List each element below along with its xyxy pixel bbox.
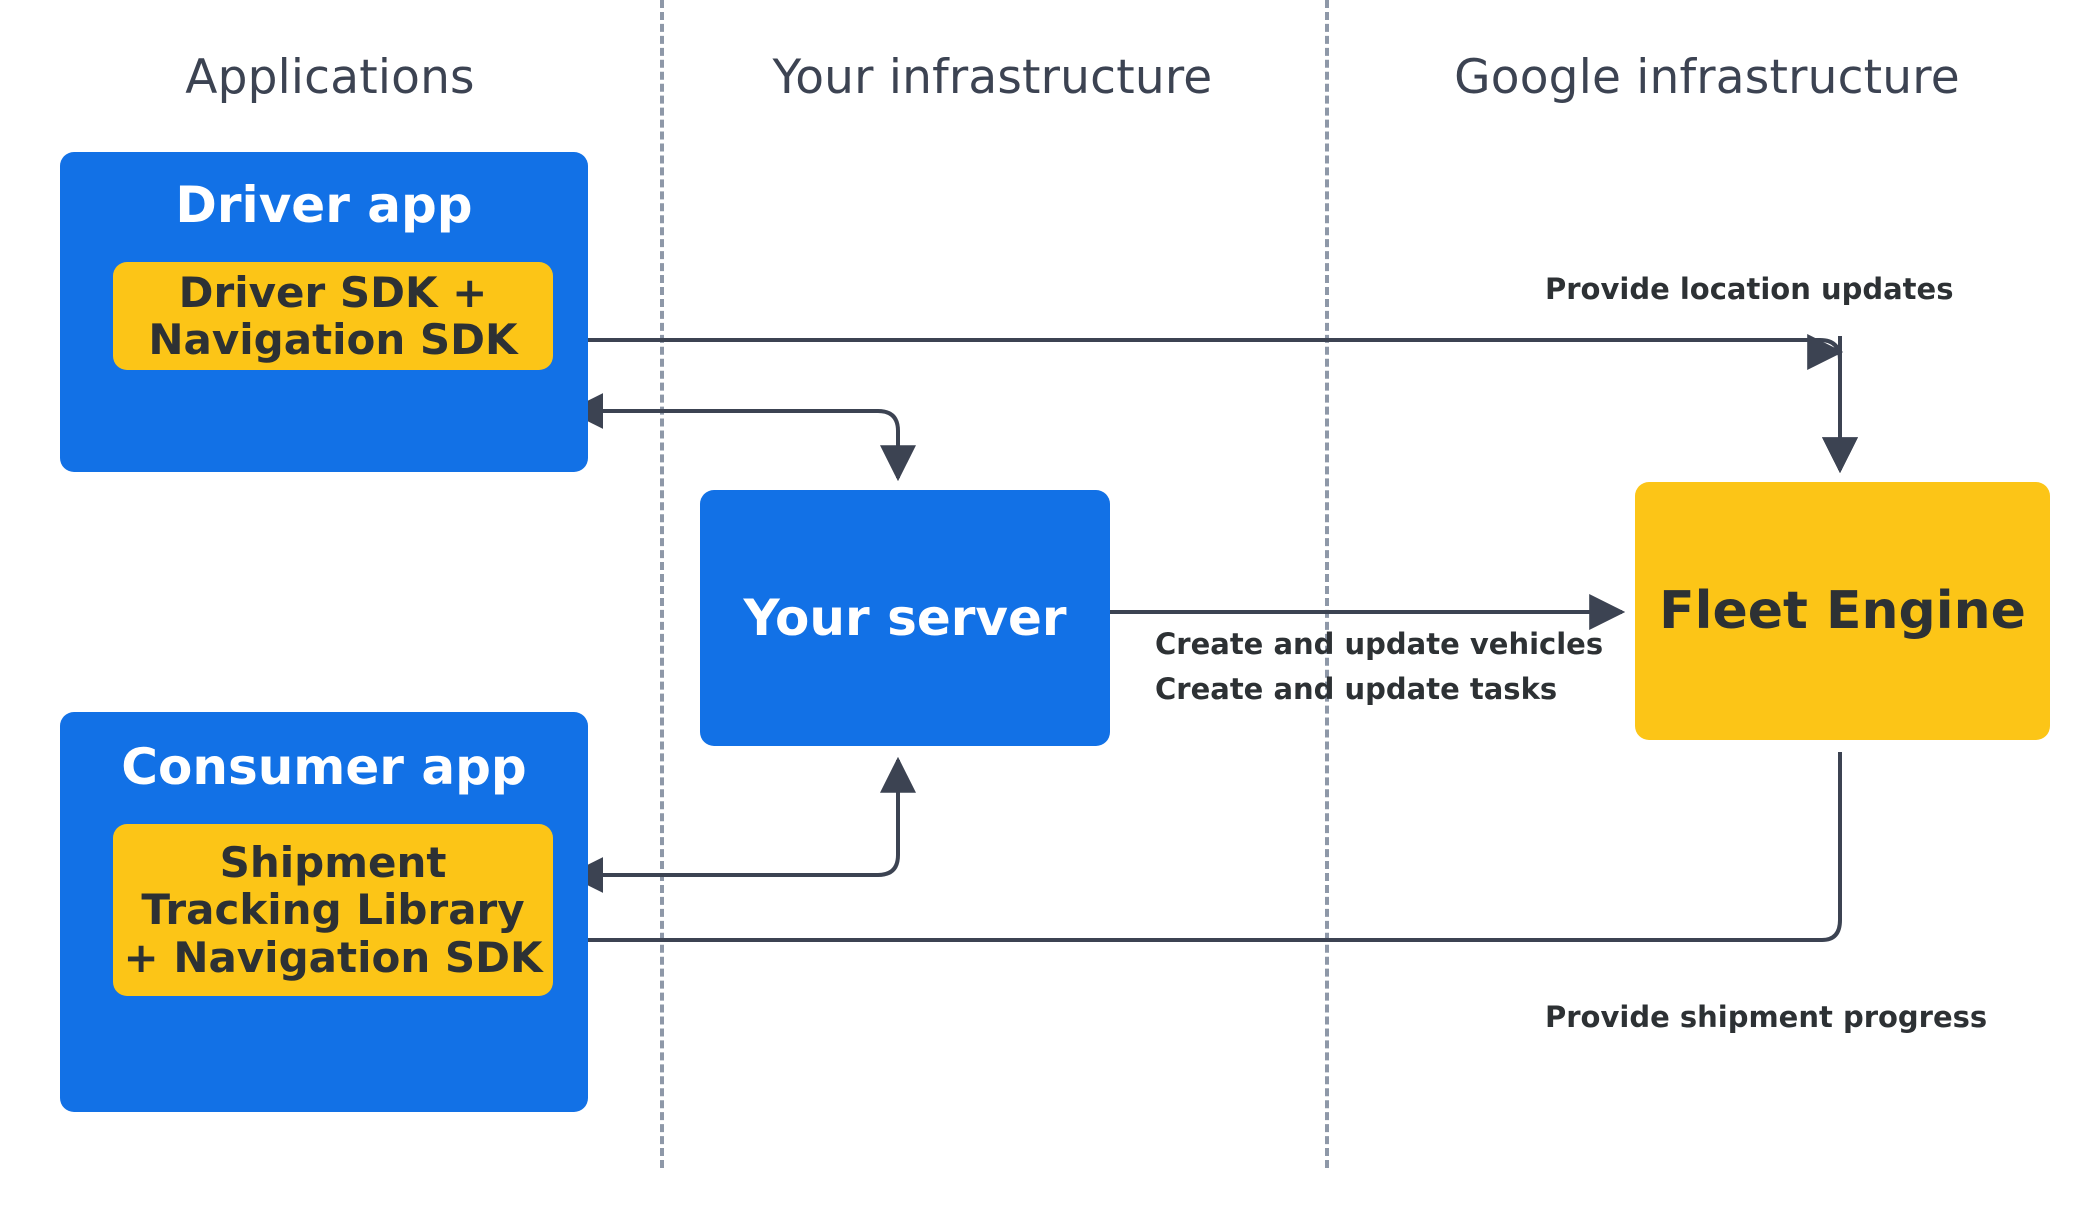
consumer-sdk-line-3: + Navigation SDK: [123, 932, 543, 982]
edge-label-create-and-update-vehicles: Create and update vehicles: [1155, 627, 1604, 661]
edge-driver-app-your-server: [567, 393, 916, 482]
driver-sdk-line-2: Navigation SDK: [148, 315, 518, 364]
consumer-sdk-line-2: Tracking Library: [141, 885, 525, 935]
node-driver-sdk[interactable]: Driver SDK + Navigation SDK: [113, 262, 553, 370]
column-header-google-infrastructure: Google infrastructure: [1454, 50, 1960, 105]
edge-provide-shipment-progress: [530, 752, 1842, 958]
column-header-applications: Applications: [185, 50, 475, 105]
column-header-your-infrastructure: Your infrastructure: [772, 50, 1213, 105]
edge-location-updates-route: [575, 338, 1842, 470]
node-driver-app[interactable]: Driver app Driver SDK + Navigation SDK: [60, 152, 588, 472]
edge-label-provide-location-updates: Provide location updates: [1545, 272, 1954, 306]
node-your-server[interactable]: Your server: [700, 490, 1110, 746]
consumer-app-title: Consumer app: [121, 738, 527, 796]
fleet-engine-label: Fleet Engine: [1659, 581, 2026, 641]
consumer-sdk-line-1: Shipment: [219, 838, 447, 888]
edge-label-provide-shipment-progress: Provide shipment progress: [1545, 1000, 1988, 1034]
node-consumer-app[interactable]: Consumer app Shipment Tracking Library +…: [60, 712, 588, 1112]
node-consumer-sdk[interactable]: Shipment Tracking Library + Navigation S…: [113, 824, 553, 996]
your-server-label: Your server: [743, 589, 1067, 647]
driver-app-title: Driver app: [175, 176, 473, 234]
driver-sdk-label: Driver SDK + Navigation SDK: [140, 269, 525, 363]
consumer-sdk-label: Shipment Tracking Library + Navigation S…: [116, 839, 551, 980]
node-fleet-engine[interactable]: Fleet Engine: [1635, 482, 2050, 740]
swimlane-divider-left: [660, 0, 664, 1168]
edge-your-server-consumer-app: [567, 756, 916, 893]
driver-sdk-line-1: Driver SDK +: [178, 267, 488, 317]
edge-label-create-and-update-tasks: Create and update tasks: [1155, 672, 1558, 706]
swimlane-divider-right: [1325, 0, 1329, 1168]
